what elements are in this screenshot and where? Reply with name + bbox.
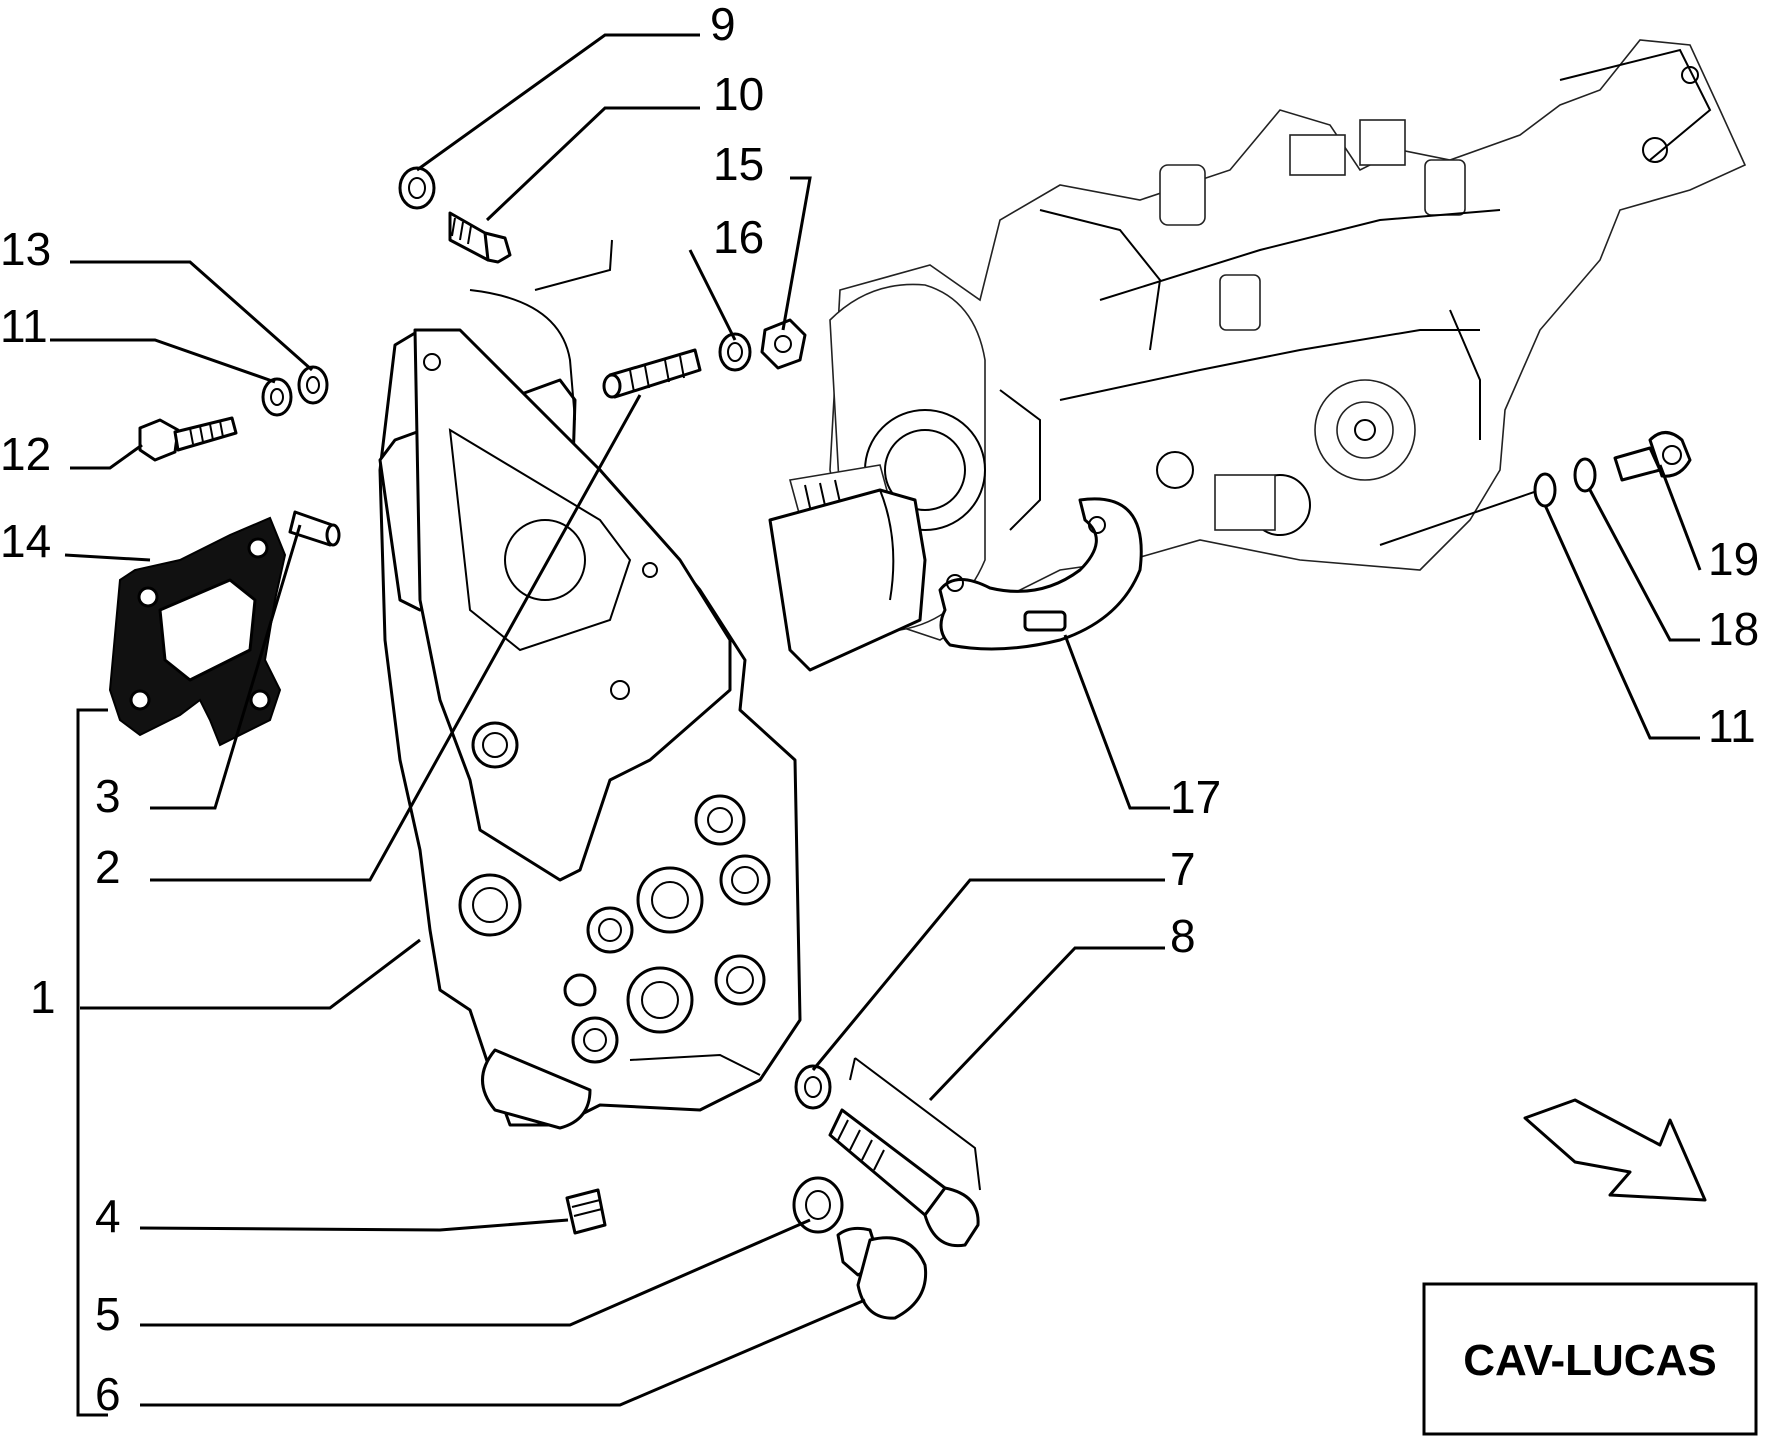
bracket-assembly-drawing: [378, 239, 927, 1130]
part-4-plug: [565, 1188, 607, 1235]
callout-14: 14: [0, 515, 51, 567]
injection-pump-drawing: [788, 39, 1747, 641]
callout-6: 6: [95, 1368, 121, 1420]
part-17-clamp: [938, 497, 1143, 651]
callout-2: 2: [95, 841, 121, 893]
callout-19: 19: [1708, 533, 1759, 585]
callout-17: 17: [1170, 771, 1221, 823]
callout-11-right: 11: [1708, 700, 1756, 752]
part-5-washer: [792, 1176, 844, 1234]
brand-label: CAV-LUCAS: [1463, 1336, 1716, 1385]
callout-9: 9: [710, 0, 736, 50]
part-14-gasket: [108, 516, 287, 747]
callout-11: 11: [0, 300, 48, 352]
leader-lines: [50, 33, 1702, 1417]
part-3-pin: [288, 510, 341, 547]
callout-labels: 9 10 15 16 13 11 12 14 3 2 1 4 5 6 7 8 1…: [0, 0, 1759, 1420]
part-15-nut: [760, 318, 807, 370]
callout-16: 16: [713, 211, 764, 263]
callout-12: 12: [0, 428, 51, 480]
callout-13: 13: [0, 223, 51, 275]
arrow-down-right-icon: [1523, 1098, 1707, 1202]
callout-10: 10: [713, 68, 764, 120]
part-2-stud: [602, 348, 702, 399]
part-6-plug: [836, 1226, 928, 1320]
callout-8: 8: [1170, 910, 1196, 962]
part-11-13-washers: [261, 365, 329, 417]
brand-label-box: CAV-LUCAS: [1422, 1282, 1758, 1436]
callout-3: 3: [95, 770, 121, 822]
callout-18: 18: [1708, 603, 1759, 655]
part-16-washer: [718, 332, 752, 372]
callout-5: 5: [95, 1288, 121, 1340]
part-12-bolt: [138, 416, 238, 462]
callout-15: 15: [713, 138, 764, 190]
part-18-19-11-fasteners: [1533, 431, 1692, 508]
callout-7: 7: [1170, 843, 1196, 895]
part-8-bolt: [828, 1057, 981, 1248]
part-7-washer: [794, 1064, 832, 1110]
callout-1: 1: [30, 971, 56, 1023]
part-10-bolt: [448, 211, 512, 264]
callout-4: 4: [95, 1190, 121, 1242]
part-9-washer: [398, 166, 436, 210]
